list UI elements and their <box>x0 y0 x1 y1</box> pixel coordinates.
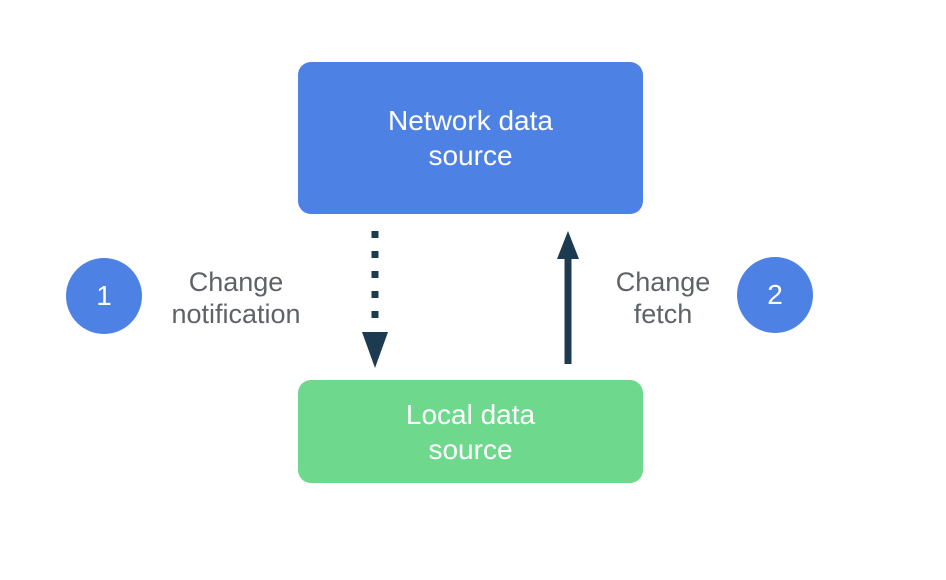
change-notification-label-line1: Change <box>188 267 284 297</box>
network-box-label-line2: source <box>428 140 513 171</box>
up-arrowhead-icon <box>557 231 579 259</box>
change-fetch-label-line2: fetch <box>633 299 693 329</box>
local-box-label-line1: Local data <box>405 398 536 430</box>
change-notification-label: Change notification <box>136 266 336 330</box>
local-data-source-box: Local data source <box>298 380 643 483</box>
network-box-label-line1: Network data <box>388 105 553 136</box>
step-1-number: 1 <box>96 280 112 311</box>
down-arrowhead-icon <box>362 332 388 368</box>
change-fetch-label: Change fetch <box>563 266 763 330</box>
step-2-badge: 2 <box>737 257 813 333</box>
local-box-label-line2: source <box>428 433 513 465</box>
step-2-number: 2 <box>767 279 783 310</box>
step-1-badge: 1 <box>66 258 142 334</box>
network-data-source-box: Network data source <box>298 62 643 214</box>
change-fetch-label-line1: Change <box>615 267 711 297</box>
change-notification-arrow <box>362 231 388 368</box>
change-notification-label-line2: notification <box>171 299 301 329</box>
